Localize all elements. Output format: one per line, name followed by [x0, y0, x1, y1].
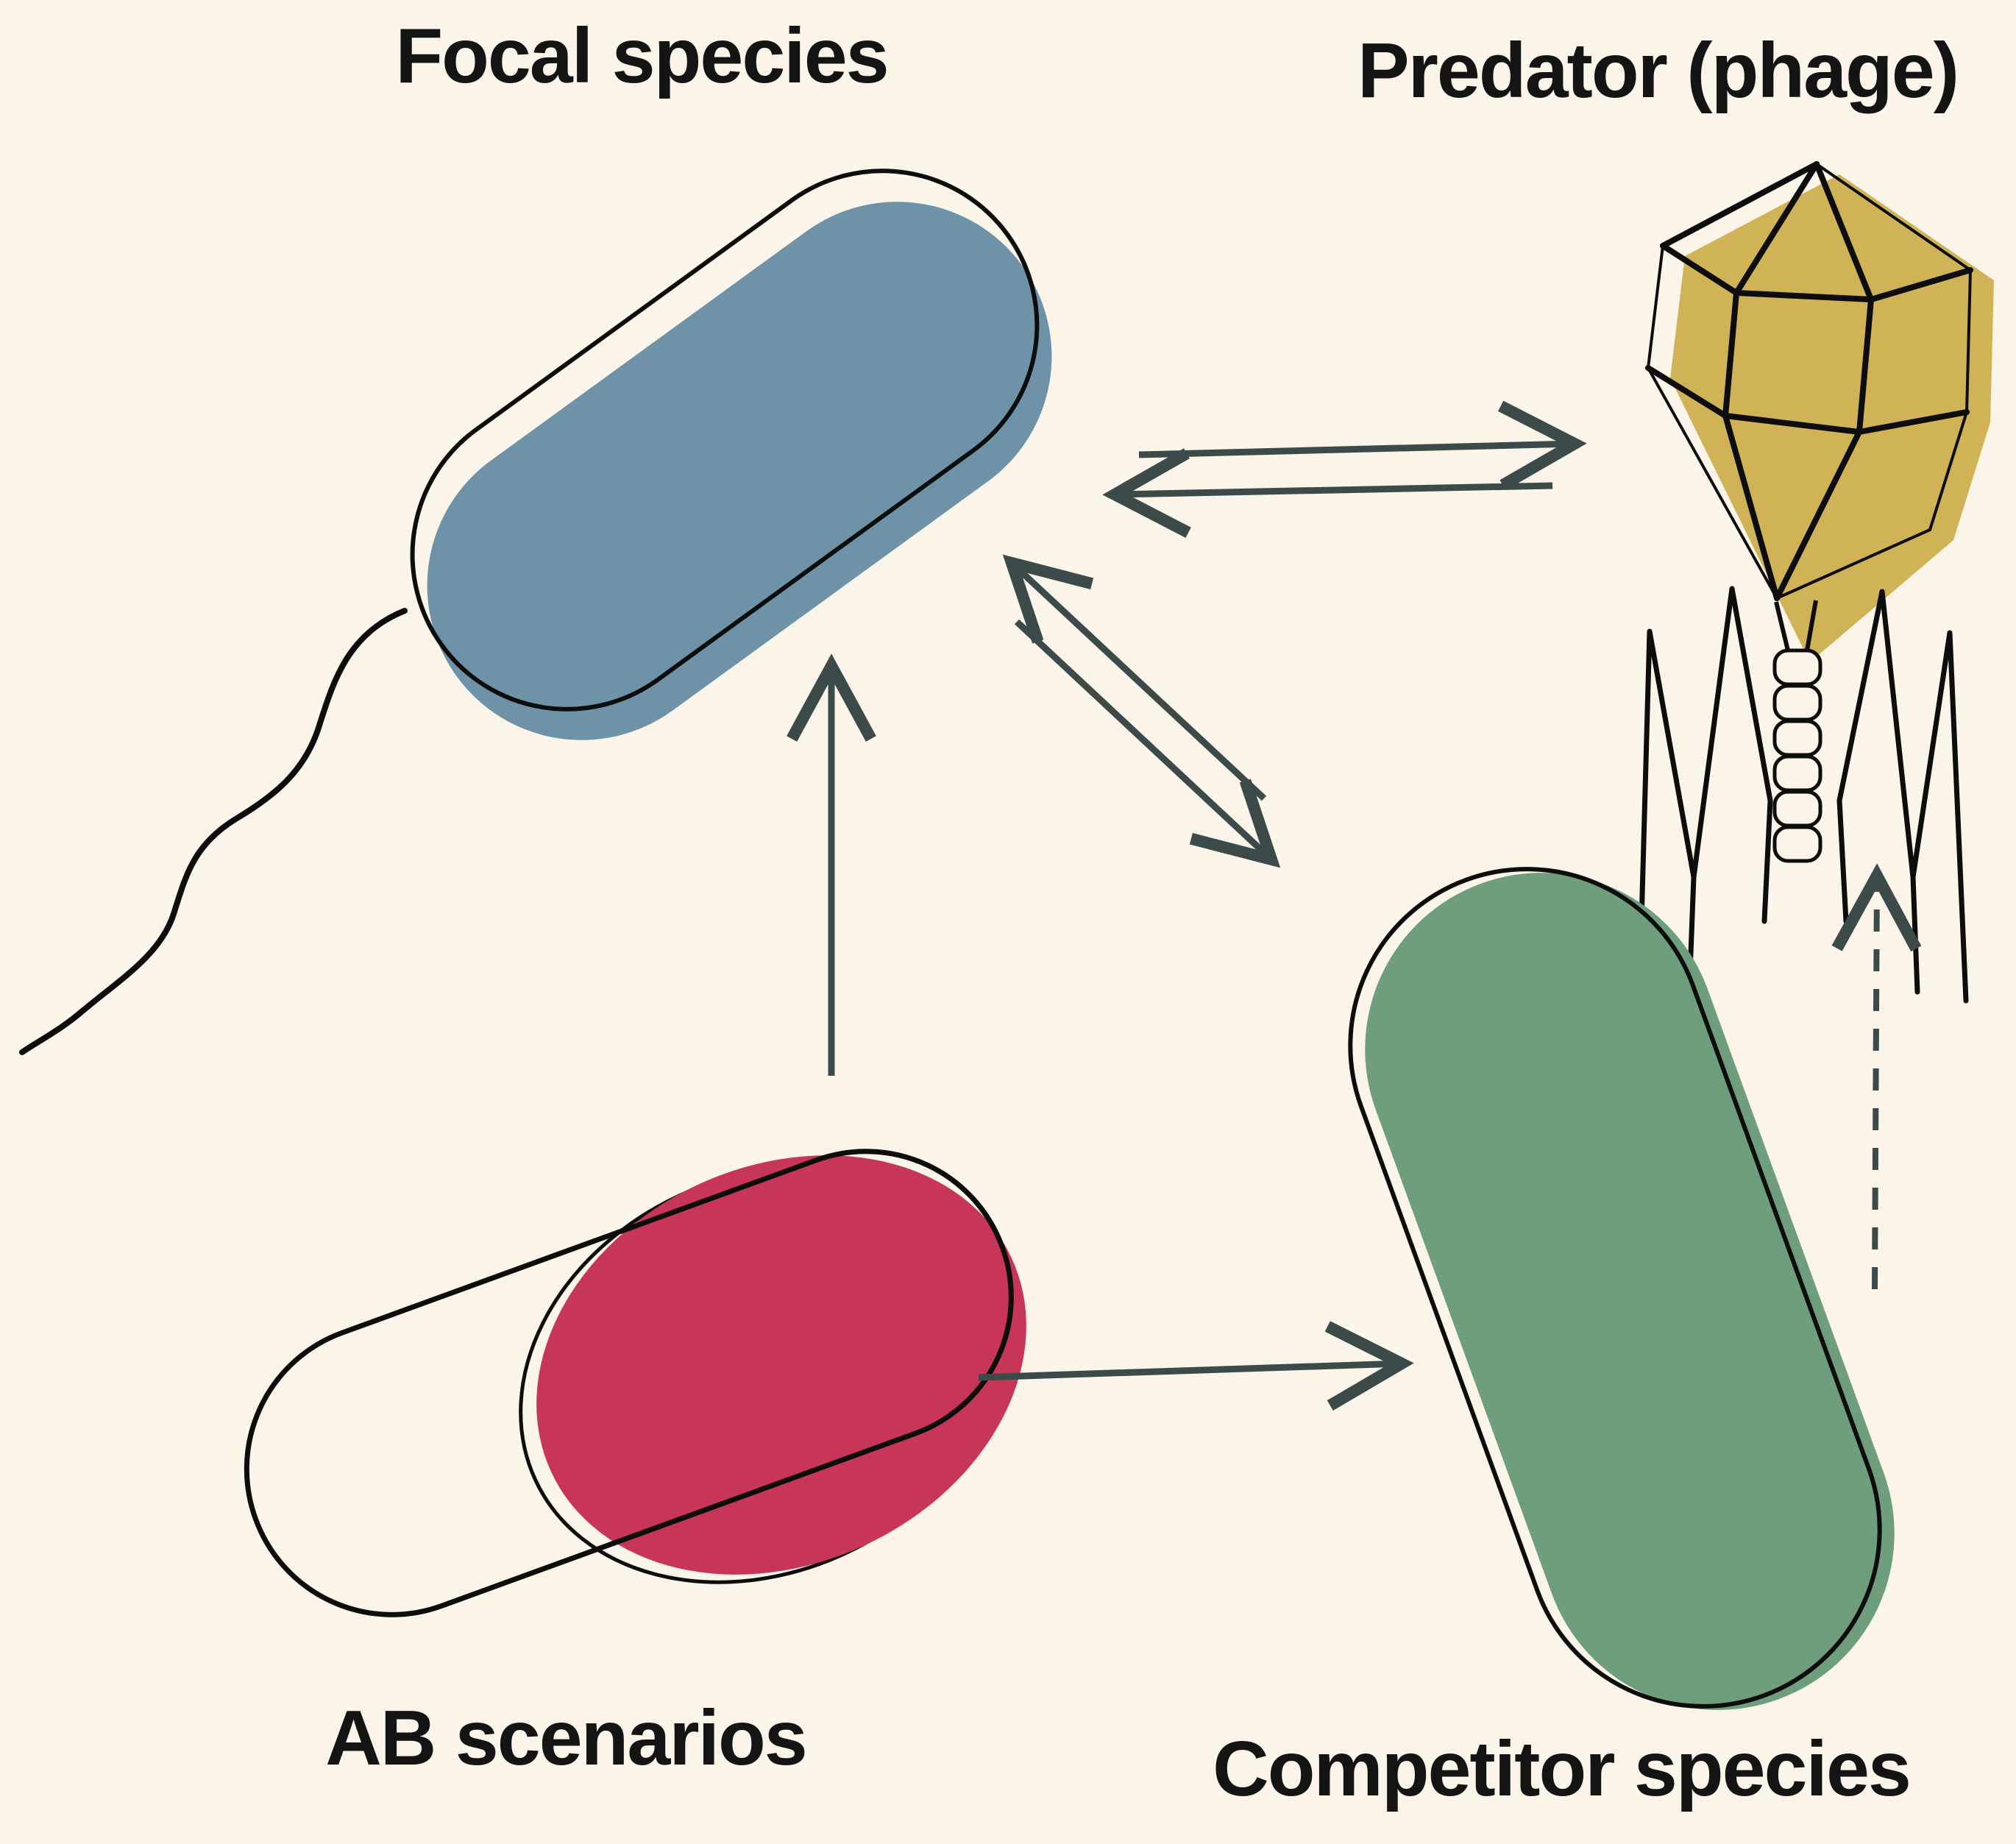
arrow-predator-to-focal: [1102, 448, 1553, 538]
ab-scenarios-illustration: [244, 1149, 1026, 1617]
phage-head-facets: [1645, 161, 1973, 601]
competitor-cell-body: [1365, 873, 1895, 1710]
competitor-species-illustration: [1348, 867, 1895, 1710]
arrow-focal-to-predator: [1138, 400, 1587, 491]
pill-red-half: [536, 1155, 1026, 1575]
competitor-species-label: Competitor species: [1213, 1726, 1910, 1812]
predator-phage-label: Predator (phage): [1357, 27, 1958, 114]
competitor-cell-outline: [1348, 867, 1882, 1709]
flagellum-icon: [19, 608, 408, 1055]
predator-phage-illustration: [1636, 161, 1994, 1004]
arrow-focal-to-competitor: [1014, 619, 1281, 868]
interaction-arrows: [787, 400, 1922, 1411]
ab-scenarios-label: AB scenarios: [325, 1695, 806, 1781]
focal-species-illustration: [19, 169, 1052, 1055]
focal-cell-body: [427, 202, 1052, 740]
phage-neck: [1774, 600, 1818, 651]
arrow-competitor-to-predator-dashed: [1831, 863, 1922, 1290]
arrow-competitor-to-focal: [1002, 554, 1267, 801]
focal-species-label: Focal species: [395, 13, 887, 99]
phage-head-outline: [1646, 162, 1973, 600]
arrow-ab-to-competitor: [978, 1321, 1414, 1411]
pill-outline: [244, 1149, 1014, 1617]
phage-tail: [1772, 648, 1822, 863]
focal-cell-outline: [410, 169, 1040, 712]
